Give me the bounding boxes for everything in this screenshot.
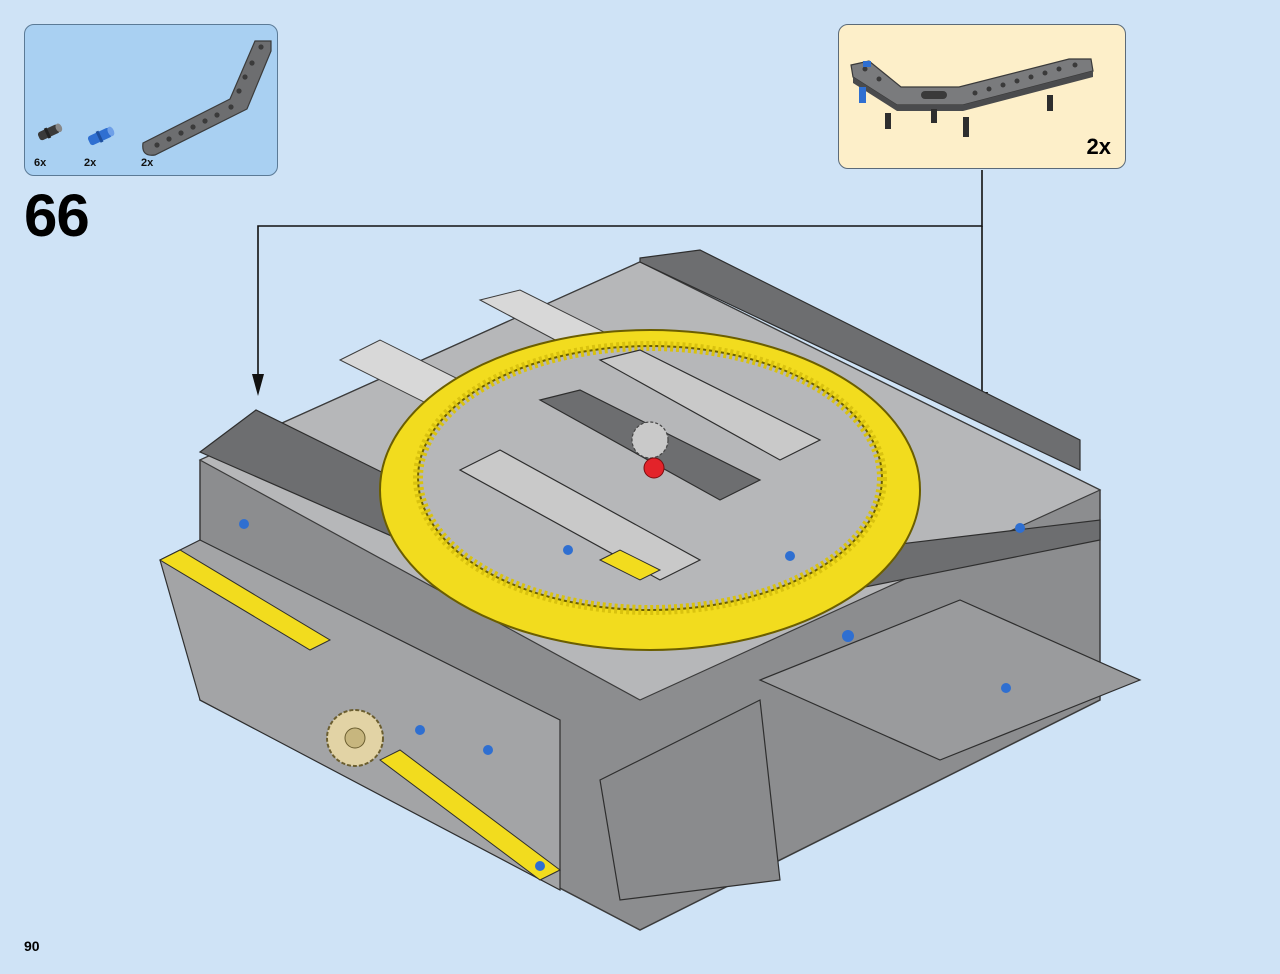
black-pin-icon: [885, 95, 1053, 137]
turntable-gear-ring: [379, 329, 921, 651]
subassembly-callout: 2x: [838, 24, 1126, 169]
placement-arrows: [257, 170, 983, 400]
blue-axle-pin-icon: [87, 126, 115, 146]
yellow-axles: [158, 549, 662, 881]
part-qty-bent-beam: 2x: [141, 157, 154, 169]
black-pin-icon: [37, 123, 63, 141]
bent-beam-icon: [142, 40, 272, 156]
page-number: 90: [24, 938, 40, 954]
subassembly-illustration: [850, 58, 1094, 137]
blue-pin-icon: [859, 61, 871, 103]
center-gear-icon: [631, 421, 669, 479]
parts-illustration: [37, 40, 272, 156]
part-qty-blue-axle-pin: 2x: [84, 157, 97, 169]
tan-gear-icon: [326, 709, 384, 767]
blue-pins: [239, 519, 1025, 871]
part-qty-black-pin: 6x: [34, 157, 47, 169]
subassembly-beam-icon: [850, 58, 1094, 137]
parts-callout: 6x 2x 2x: [24, 24, 278, 176]
subassembly-qty: 2x: [1086, 134, 1111, 159]
step-number: 66: [24, 182, 90, 249]
